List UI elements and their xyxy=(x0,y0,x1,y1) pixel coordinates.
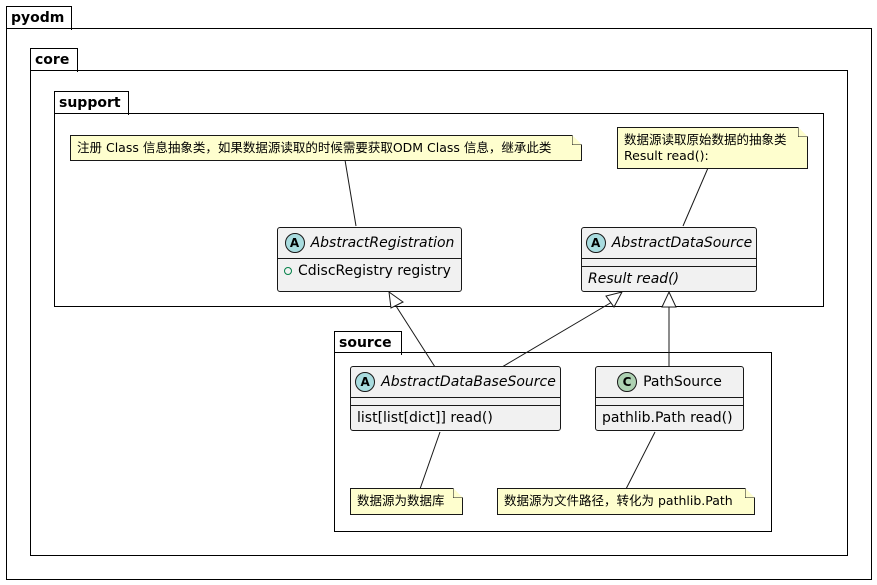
note-fold-icon xyxy=(798,127,808,137)
package-source xyxy=(334,352,772,532)
data-source-note-line1: 数据源读取原始数据的抽象类 xyxy=(624,132,787,147)
class-abstract-database-source: A AbstractDataBaseSource list[list[dict]… xyxy=(350,366,561,431)
class-name: PathSource xyxy=(643,374,722,390)
divider xyxy=(351,398,560,406)
inherit-arrow-datasource-1 xyxy=(605,291,623,308)
class-path-source: C PathSource pathlib.Path read() xyxy=(595,366,744,431)
abstract-class-icon: A xyxy=(585,233,606,253)
class-method: Result read() xyxy=(588,271,680,287)
package-tab-source: source xyxy=(334,331,402,355)
class-abstract-registration: A AbstractRegistration CdiscRegistry reg… xyxy=(277,227,462,292)
package-tab-core: core xyxy=(30,48,78,72)
package-tab-pyodm: pyodm xyxy=(6,6,72,30)
package-support xyxy=(54,113,824,307)
note-fold-icon xyxy=(572,135,582,145)
path-note-text: 数据源为文件路径，转化为 pathlib.Path xyxy=(504,493,733,508)
class-name: AbstractDataSource xyxy=(611,235,753,251)
field-text: CdiscRegistry registry xyxy=(298,263,451,279)
class-name: AbstractRegistration xyxy=(310,235,455,251)
abstract-class-icon: A xyxy=(355,372,376,392)
class-field: CdiscRegistry registry xyxy=(278,259,461,283)
divider xyxy=(582,259,756,267)
class-method: list[list[dict]] read() xyxy=(357,410,493,426)
registration-note: 注册 Class 信息抽象类，如果数据源读取的时候需要获取ODM Class 信… xyxy=(70,135,582,161)
public-visibility-icon xyxy=(284,267,292,275)
package-pyodm xyxy=(6,28,872,580)
registration-note-anchor xyxy=(330,159,357,227)
data-source-note-line2: Result read(): xyxy=(624,148,709,163)
database-note: 数据源为数据库 xyxy=(350,488,463,515)
class-icon: C xyxy=(617,372,638,392)
registration-note-text: 注册 Class 信息抽象类，如果数据源读取的时候需要获取ODM Class 信… xyxy=(77,140,552,155)
inherit-arrow-datasource-2 xyxy=(661,290,677,308)
package-core xyxy=(30,70,848,556)
path-note: 数据源为文件路径，转化为 pathlib.Path xyxy=(497,488,755,515)
divider xyxy=(596,398,743,406)
database-note-text: 数据源为数据库 xyxy=(357,493,445,508)
inherit-dbsource-registration xyxy=(395,305,436,368)
database-note-anchor xyxy=(405,431,441,490)
note-fold-icon xyxy=(453,488,463,498)
note-fold-icon xyxy=(745,488,755,498)
class-abstract-data-source: A AbstractDataSource Result read() xyxy=(581,227,757,292)
abstract-class-icon: A xyxy=(284,233,305,253)
package-tab-support: support xyxy=(54,91,129,115)
inherit-arrow-registration xyxy=(388,290,404,309)
class-name: AbstractDataBaseSource xyxy=(381,374,556,390)
class-method: pathlib.Path read() xyxy=(602,410,733,426)
data-source-note: 数据源读取原始数据的抽象类 Result read(): xyxy=(617,127,808,169)
data-source-note-anchor xyxy=(682,167,709,227)
inherit-dbsource-datasource xyxy=(501,301,613,368)
path-note-anchor xyxy=(612,431,656,490)
